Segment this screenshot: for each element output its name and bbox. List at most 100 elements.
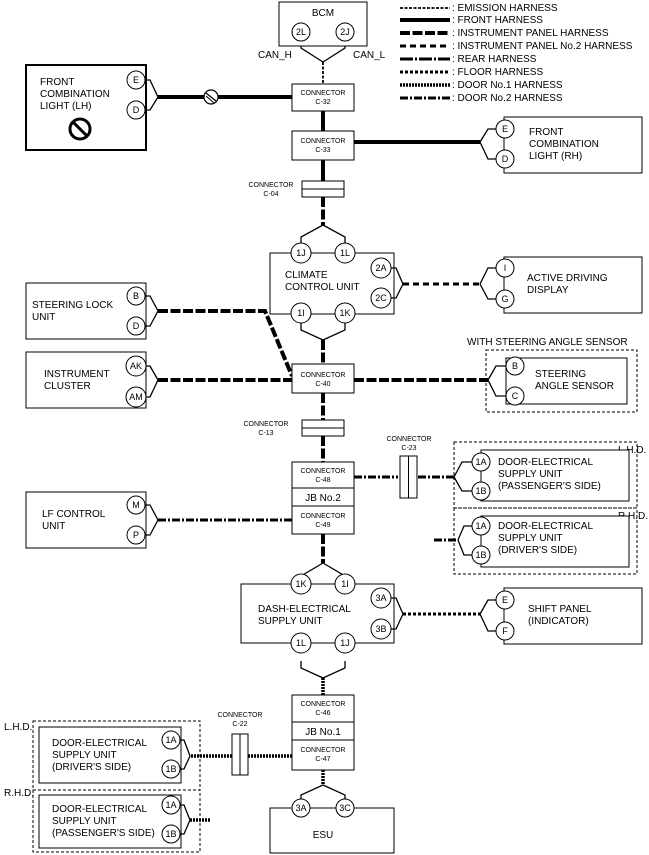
shift-panel: E F SHIFT PANEL (INDICATOR) xyxy=(479,587,643,645)
door-drv-left-tag: L.H.D. xyxy=(4,722,32,733)
c23-id: C-23 xyxy=(401,445,416,452)
shift-panel-pin-f: F xyxy=(502,626,508,636)
c49-id: C-49 xyxy=(315,522,330,529)
active-display-pin-i: I xyxy=(504,263,507,273)
door-pass-left-line2: SUPPLY UNIT xyxy=(52,816,117,827)
instrument-cluster: INSTRUMENT CLUSTER AK AM xyxy=(25,351,159,409)
front-lh-pin-d: D xyxy=(133,105,140,115)
lf-control-pin-m: M xyxy=(132,500,140,510)
door-drv-left-pin-1b: 1B xyxy=(165,764,176,774)
climate-pin-2c: 2C xyxy=(375,293,387,303)
c33-word: CONNECTOR xyxy=(301,138,346,145)
door-unit-passenger-right: L.H.D. 1A 1B DOOR-ELECTRICAL SUPPLY UNIT… xyxy=(453,441,646,509)
steering-sensor-pin-b: B xyxy=(512,361,518,371)
climate-pin-2a: 2A xyxy=(375,263,386,273)
connector-c46: CONNECTOR C-46 xyxy=(291,694,355,723)
c13-id: C-13 xyxy=(258,430,273,437)
bcm-module: BCM 2L 2J CAN_H CAN_L xyxy=(258,1,386,61)
active-driving-display: I G ACTIVE DRIVING DISPLAY xyxy=(479,256,643,314)
active-display-line2: DISPLAY xyxy=(527,285,569,296)
dash-pin-3b: 3B xyxy=(375,624,386,634)
lf-control-line2: UNIT xyxy=(42,521,65,532)
c46-word: CONNECTOR xyxy=(301,701,346,708)
door-unit-passenger-left: R.H.D. DOOR-ELECTRICAL SUPPLY UNIT (PASS… xyxy=(4,788,201,853)
door-pass-right-line2: SUPPLY UNIT xyxy=(498,469,563,480)
dash-line2: SUPPLY UNIT xyxy=(258,616,323,627)
active-display-pin-g: G xyxy=(501,294,508,304)
c13-word: CONNECTOR xyxy=(244,421,289,428)
c48-id: C-48 xyxy=(315,477,330,484)
connector-c13: CONNECTOR C-13 xyxy=(244,419,345,437)
lf-control-unit: LF CONTROL UNIT M P xyxy=(25,491,159,549)
dash-pin-1j: 1J xyxy=(340,638,350,648)
climate-pin-1j: 1J xyxy=(296,248,306,258)
front-combination-light-lh: FRONT COMBINATION LIGHT (LH) E D xyxy=(25,64,219,151)
door-drv-right-pin-1a: 1A xyxy=(475,521,486,531)
shift-panel-line2: (INDICATOR) xyxy=(528,616,589,627)
connector-c22: CONNECTOR C-22 xyxy=(218,712,263,776)
steering-sensor-pin-c: C xyxy=(512,391,519,401)
door-pass-left-pin-1a: 1A xyxy=(165,800,176,810)
c22-id: C-22 xyxy=(232,721,247,728)
front-lh-pin-e: E xyxy=(133,75,139,85)
door-drv-left-line1: DOOR-ELECTRICAL xyxy=(52,738,147,749)
door-pass-right-pin-1b: 1B xyxy=(475,486,486,496)
front-lh-line2: COMBINATION xyxy=(40,89,110,100)
c46-id: C-46 xyxy=(315,710,330,717)
door-pass-left-line1: DOOR-ELECTRICAL xyxy=(52,804,147,815)
connector-c04: CONNECTOR C-04 xyxy=(249,180,345,198)
door-drv-right-line1: DOOR-ELECTRICAL xyxy=(498,521,593,532)
door-pass-right-tag: L.H.D. xyxy=(618,445,646,456)
legend-emission: : EMISSION HARNESS xyxy=(452,3,558,14)
legend-floor: : FLOOR HARNESS xyxy=(452,67,543,78)
shift-panel-line1: SHIFT PANEL xyxy=(528,604,592,615)
steering-lock-line2: UNIT xyxy=(32,312,55,323)
legend-rear: : REAR HARNESS xyxy=(452,54,537,65)
door-unit-driver-right: R.H.D. 1A 1B DOOR-ELECTRICAL SUPPLY UNIT… xyxy=(453,507,648,575)
esu-module: ESU 3A 3C xyxy=(269,798,395,854)
not-used-icon xyxy=(203,89,219,105)
door-pass-left-pin-1b: 1B xyxy=(165,829,176,839)
cluster-pin-ak: AK xyxy=(130,361,142,371)
steering-lock-pin-b: B xyxy=(133,291,139,301)
front-rh-pin-e: E xyxy=(502,124,508,134)
c04-id: C-04 xyxy=(263,191,278,198)
door-drv-right-line3: (DRIVER'S SIDE) xyxy=(498,545,577,556)
legend-instrument-panel-2: : INSTRUMENT PANEL No.2 HARNESS xyxy=(452,41,633,52)
lf-control-pin-p: P xyxy=(133,530,139,540)
c49-word: CONNECTOR xyxy=(301,513,346,520)
connector-c23: CONNECTOR C-23 xyxy=(387,436,431,499)
esu-pin-3a: 3A xyxy=(295,803,306,813)
connector-c32: CONNECTOR C-32 xyxy=(291,83,355,112)
steering-sensor-note: WITH STEERING ANGLE SENSOR xyxy=(467,337,628,348)
front-lh-line3: LIGHT (LH) xyxy=(40,101,92,112)
dash-electrical-supply-unit: DASH-ELECTRICAL SUPPLY UNIT 1K 1I 3A 3B … xyxy=(240,573,404,654)
junction-block-1: JB No.1 xyxy=(291,721,355,741)
c47-word: CONNECTOR xyxy=(301,747,346,754)
front-lh-line1: FRONT xyxy=(40,77,74,88)
c04-word: CONNECTOR xyxy=(249,182,294,189)
lf-control-line1: LF CONTROL xyxy=(42,509,106,520)
bcm-pin-2j: 2J xyxy=(340,27,350,37)
steering-sensor-line1: STEERING xyxy=(535,369,586,380)
door-drv-left-line2: SUPPLY UNIT xyxy=(52,750,117,761)
door-pass-left-line3: (PASSENGER'S SIDE) xyxy=(52,828,155,839)
steering-angle-sensor: WITH STEERING ANGLE SENSOR B C STEERING … xyxy=(467,337,638,413)
steering-lock-pin-d: D xyxy=(133,321,140,331)
c48-word: CONNECTOR xyxy=(301,468,346,475)
esu-pin-3c: 3C xyxy=(339,803,351,813)
c32-id: C-32 xyxy=(315,99,330,106)
wires xyxy=(158,39,488,822)
climate-line2: CONTROL UNIT xyxy=(285,282,360,293)
door-drv-left-line3: (DRIVER'S SIDE) xyxy=(52,762,131,773)
c40-word: CONNECTOR xyxy=(301,372,346,379)
front-rh-line1: FRONT xyxy=(529,127,563,138)
c33-id: C-33 xyxy=(315,147,330,154)
can-l-label: CAN_L xyxy=(353,50,386,61)
steering-lock-unit: STEERING LOCK UNIT B D xyxy=(25,282,159,340)
climate-pin-1k: 1K xyxy=(339,308,350,318)
c22-word: CONNECTOR xyxy=(218,712,263,719)
connector-c47: CONNECTOR C-47 xyxy=(291,739,355,771)
dash-line1: DASH-ELECTRICAL xyxy=(258,604,351,615)
front-rh-line3: LIGHT (RH) xyxy=(529,151,582,162)
